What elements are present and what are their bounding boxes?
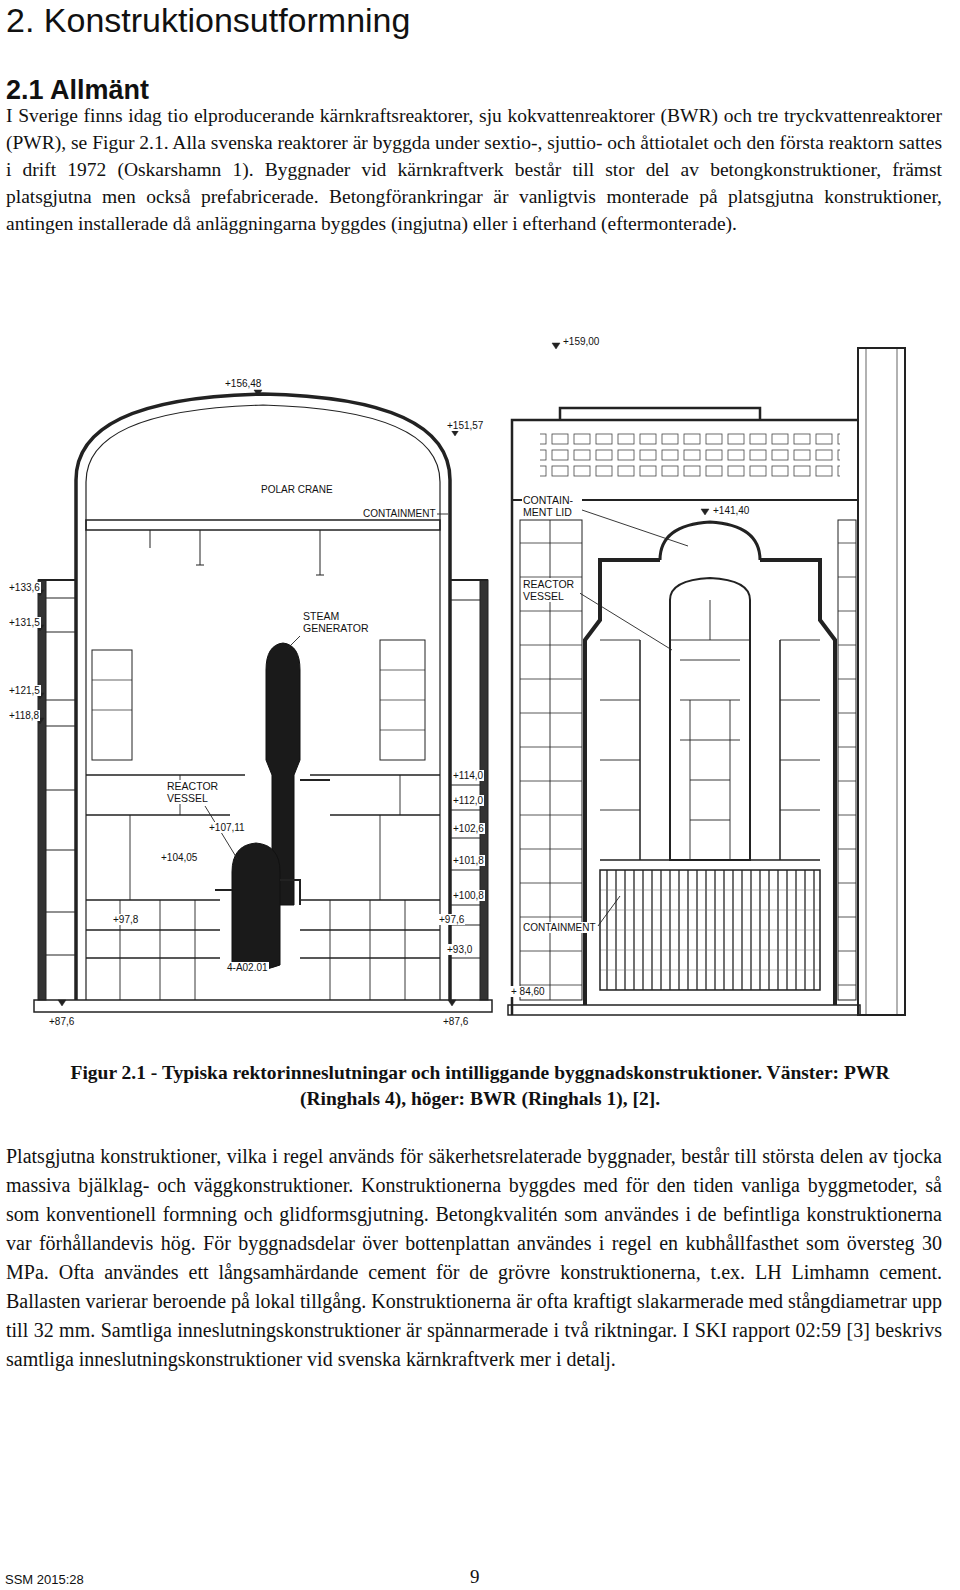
polar-crane [86,520,440,530]
level-label: +102,6 [452,823,485,834]
crane-hooks [150,530,324,575]
body-paragraph: Platsgjutna konstruktioner, vilka i rege… [6,1142,942,1374]
pedestal [600,640,820,860]
pwr-ringhals-4 [34,390,492,1012]
level-label: +151,57 [446,420,484,431]
level-label: +159,00 [562,336,600,347]
level-label: +101,8 [452,855,485,866]
level-label: +107,11 [208,822,246,833]
roof [38,579,488,581]
containment-liner [86,405,440,1000]
stack [858,348,905,1015]
level-label: +104,05 [160,852,198,863]
leader-line [582,510,688,546]
suppression-pool [600,870,820,990]
level-markers [36,390,459,1006]
bwr-ringhals-1 [508,343,905,1015]
stack-inner [866,348,897,1015]
level-label: +118,8 [8,710,40,721]
level-label: +97,6 [438,914,465,925]
vessel-internals [670,600,750,860]
part-label: CONTAINMENT [362,508,437,519]
level-label: +87,6 [442,1016,469,1027]
base-slab [508,1005,860,1015]
part-label: REACTOR VESSEL [166,780,220,804]
level-label: +131,5 [8,617,41,628]
rooms [120,775,405,1000]
level-label: +112,0 [452,795,484,806]
level-label: +156,48 [224,378,262,389]
level-label: +97,8 [112,914,139,925]
body-paragraph: I Sverige finns idag tio elproducerande … [6,102,942,237]
building-outline [512,408,858,1015]
figure-caption: Figur 2.1 - Typiska rektorinneslutningar… [70,1060,890,1112]
outer-wall [38,580,46,1000]
part-label: CONTAINMENT [522,922,597,933]
outer-wall [480,580,488,1000]
page-number: 9 [470,1566,480,1588]
level-label: +121,5 [8,685,41,696]
level-label: +141,40 [712,505,750,516]
level-label: +133,6 [8,582,41,593]
page-heading: 2. Konstruktionsutformning [6,0,410,40]
level-markers [512,343,709,996]
level-label: +114,0 [452,770,484,781]
part-label: REACTOR VESSEL [522,578,580,602]
containment-wall [76,394,450,1000]
part-label: POLAR CRANE [260,484,334,495]
level-label: + 84,60 [510,986,546,997]
equipment [92,650,132,760]
level-label: +93,0 [446,944,473,955]
reactor-vessel [670,578,750,860]
section-heading: 2.1 Allmänt [6,74,149,106]
level-label: +100,8 [452,890,485,901]
part-label: CONTAIN- MENT LID [522,494,582,518]
containment-lid [660,522,760,560]
report-number: SSM 2015:28 [5,1572,84,1587]
leader-line [598,896,620,926]
level-label: +87,6 [48,1016,75,1027]
base-slab [34,1000,492,1012]
leader-line [436,514,448,515]
rooms-right [838,520,856,1000]
leader-line [578,592,672,650]
containment [585,560,835,1005]
equipment-detail [92,670,425,730]
hall-windows [540,430,840,478]
part-label: STEAM GENERATOR [302,610,356,634]
leader-line [205,806,238,860]
room-label: 4-A02.01 [226,962,269,973]
leader-line [288,636,300,648]
reactor-vessel [232,843,280,970]
piping [215,780,330,905]
